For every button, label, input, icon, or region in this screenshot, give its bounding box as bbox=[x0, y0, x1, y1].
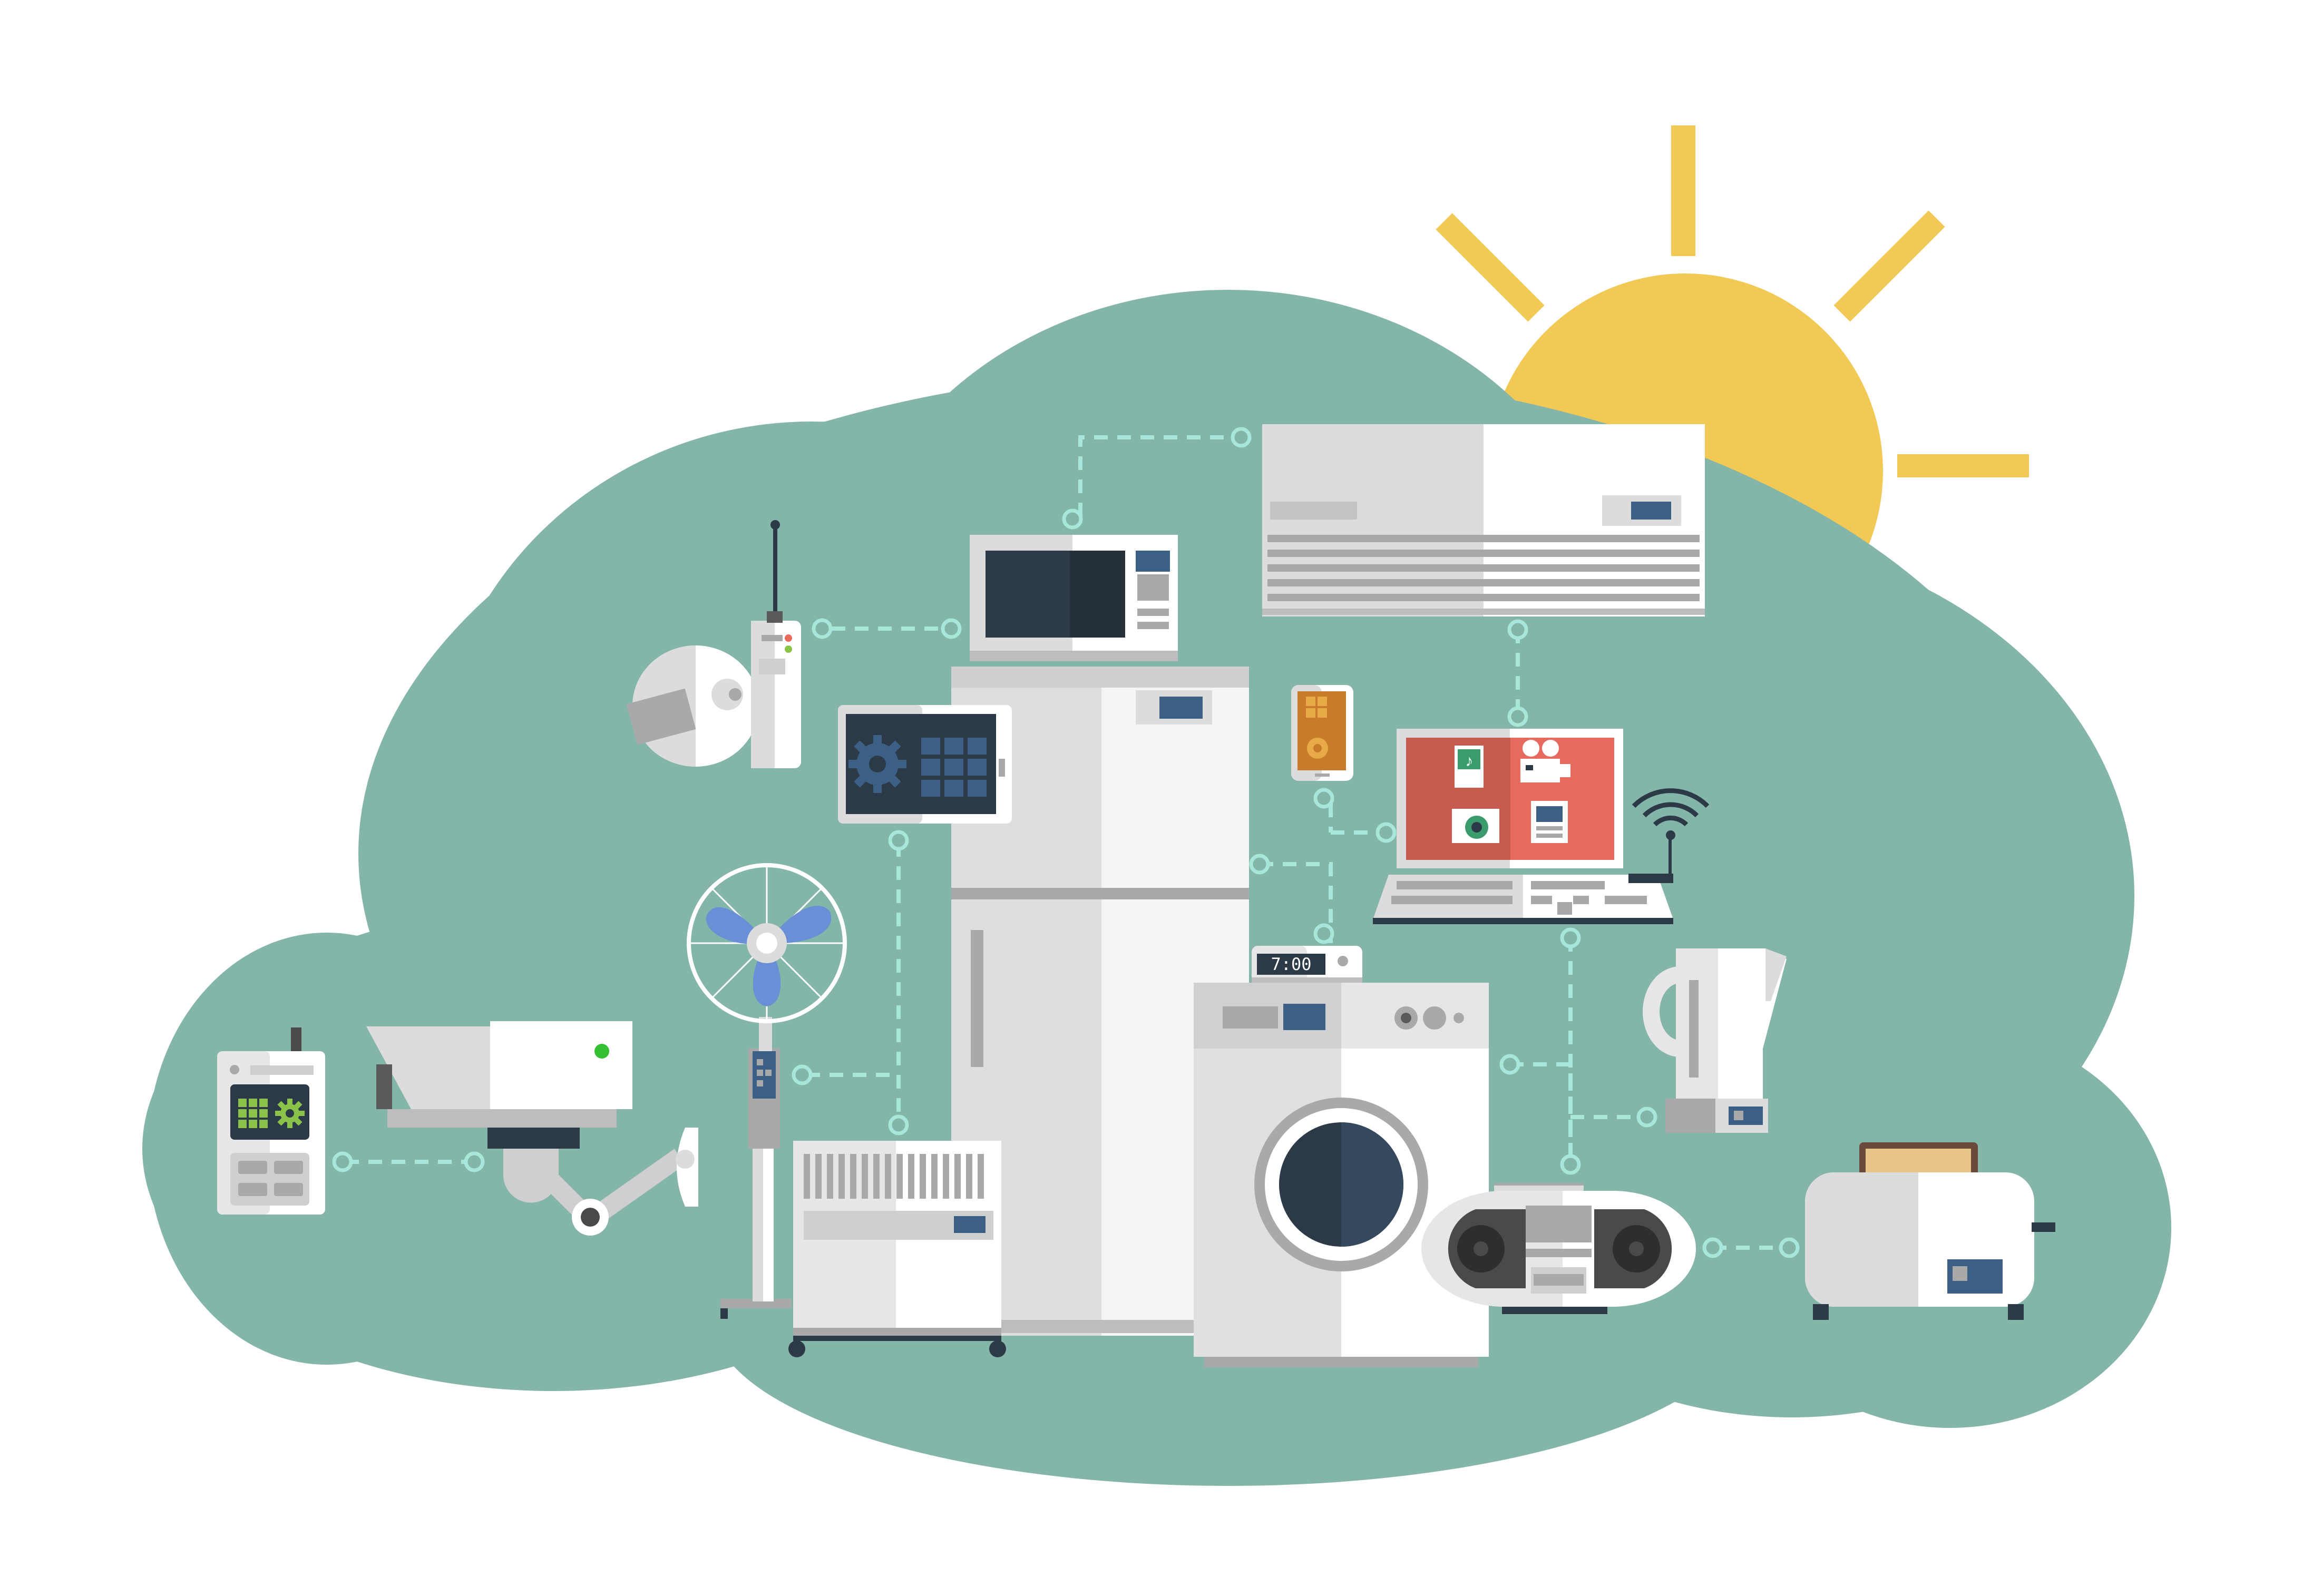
gear-icon bbox=[275, 1099, 305, 1128]
clock-display: 7:00 bbox=[1271, 954, 1311, 974]
microwave-icon bbox=[970, 535, 1178, 661]
smartphone-icon bbox=[1291, 685, 1353, 781]
air-conditioner-icon bbox=[1262, 424, 1705, 616]
gear-icon bbox=[848, 735, 906, 793]
security-camera-icon bbox=[366, 1021, 698, 1236]
music-note-icon: ♪ bbox=[1455, 746, 1484, 788]
alarm-clock-icon: 7:00 bbox=[1252, 946, 1362, 984]
tablet-icon bbox=[838, 705, 1012, 824]
remote-control-icon bbox=[217, 1027, 325, 1215]
wifi-router-icon bbox=[1628, 788, 1710, 883]
laptop-icon: ♪ bbox=[1373, 729, 1673, 924]
washing-machine-icon bbox=[1194, 983, 1489, 1367]
toaster-icon bbox=[1805, 1142, 2055, 1320]
svg-text:♪: ♪ bbox=[1466, 752, 1474, 770]
network-connectors bbox=[345, 435, 1789, 1250]
connector-nodes bbox=[332, 427, 1800, 1258]
boombox-icon bbox=[1421, 1183, 1696, 1314]
video-camera-icon bbox=[1520, 740, 1570, 782]
kettle-icon bbox=[1643, 948, 1787, 1133]
radiator-heater-icon bbox=[788, 1141, 1006, 1357]
cordless-phone-icon bbox=[626, 520, 801, 768]
photo-camera-icon bbox=[1452, 809, 1499, 843]
electric-fan-icon bbox=[687, 863, 847, 1319]
